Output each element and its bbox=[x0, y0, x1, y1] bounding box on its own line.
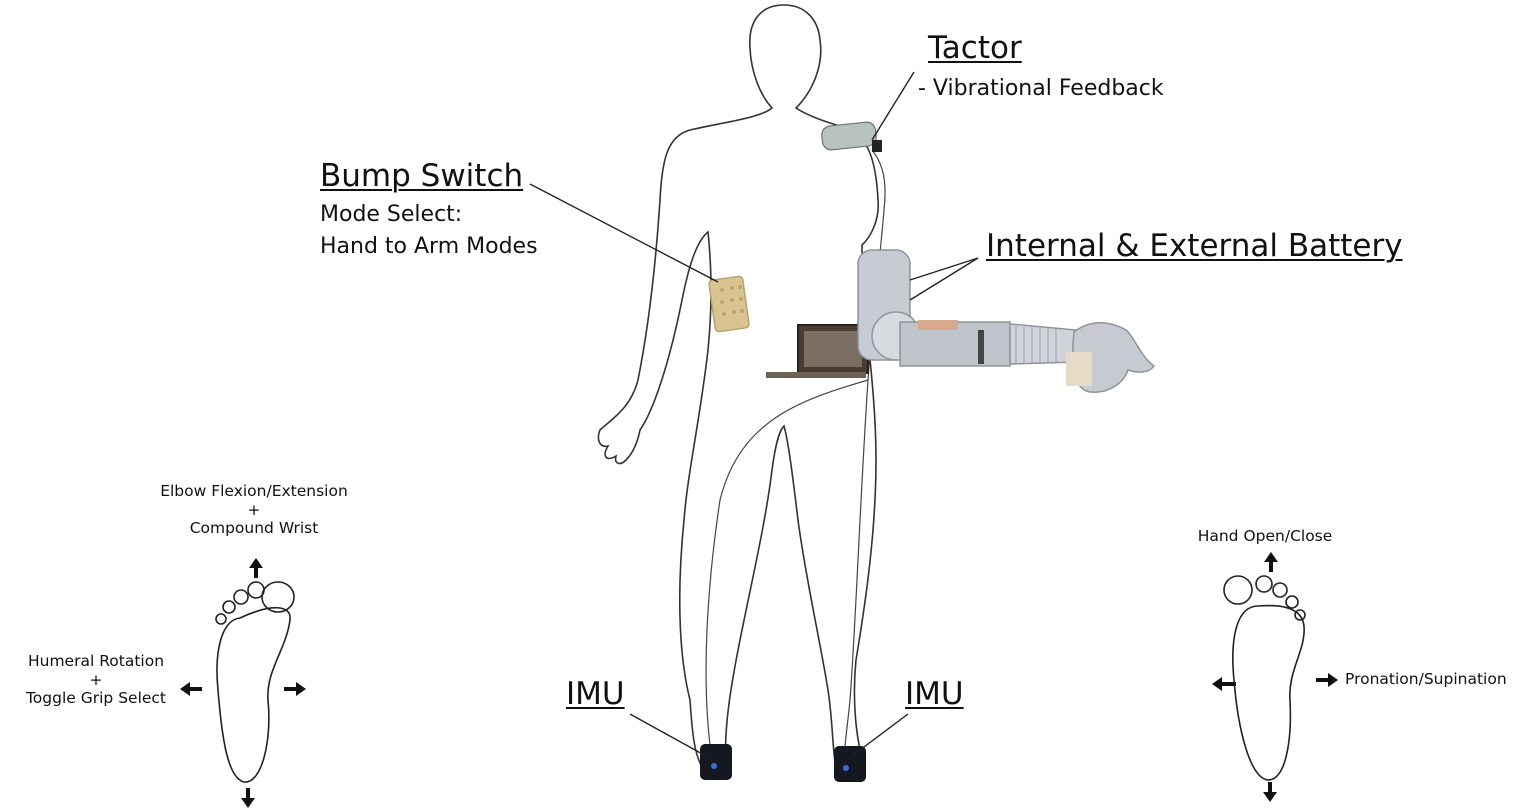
left-foot-up-plus: + bbox=[160, 501, 348, 520]
right-foot-left-arrow bbox=[1212, 677, 1236, 691]
bump-switch-line1: Mode Select: bbox=[320, 202, 462, 228]
left-foot-up-label: Elbow Flexion/Extension + Compound Wrist bbox=[160, 482, 348, 538]
body-outline bbox=[598, 5, 878, 777]
tactor-device bbox=[821, 121, 882, 152]
left-foot-side-line2: Toggle Grip Select bbox=[26, 689, 166, 708]
left-foot-up-line1: Elbow Flexion/Extension bbox=[160, 482, 348, 501]
imu-right-label: IMU bbox=[905, 676, 964, 713]
left-foot-side-plus: + bbox=[26, 671, 166, 690]
right-foot-up-arrow bbox=[1264, 552, 1278, 572]
right-foot-up-label: Hand Open/Close bbox=[1198, 527, 1333, 546]
left-foot-up-line2: Compound Wrist bbox=[160, 519, 348, 538]
left-foot-outline bbox=[216, 582, 294, 782]
battery-leader-2 bbox=[910, 258, 978, 300]
tactor-title: Tactor bbox=[928, 30, 1022, 67]
right-foot-side-label: Pronation/Supination bbox=[1345, 670, 1507, 689]
imu-device-left bbox=[700, 744, 732, 780]
battery-leader-1 bbox=[910, 258, 978, 280]
bump-switch-leader bbox=[530, 184, 718, 282]
imu-right-leader bbox=[852, 714, 908, 756]
bump-switch-title: Bump Switch bbox=[320, 158, 523, 195]
bump-switch-line2: Hand to Arm Modes bbox=[320, 234, 538, 260]
left-foot-side-label: Humeral Rotation + Toggle Grip Select bbox=[26, 652, 166, 708]
imu-left-label: IMU bbox=[566, 676, 625, 713]
prosthetic-arm bbox=[858, 250, 1154, 392]
right-foot-outline bbox=[1224, 576, 1305, 780]
left-foot-side-line1: Humeral Rotation bbox=[26, 652, 166, 671]
imu-left-leader bbox=[630, 714, 706, 756]
left-foot-up-arrow bbox=[249, 558, 263, 578]
imu-device-right bbox=[834, 746, 866, 782]
left-foot-down-arrow bbox=[241, 788, 255, 808]
bump-switch-device bbox=[709, 276, 750, 332]
right-foot-right-arrow bbox=[1316, 673, 1338, 687]
tactor-subtitle: - Vibrational Feedback bbox=[918, 76, 1164, 102]
battery-title: Internal & External Battery bbox=[986, 228, 1403, 265]
right-foot-down-arrow bbox=[1263, 782, 1277, 802]
tactor-leader bbox=[872, 72, 914, 140]
left-foot-right-arrow bbox=[284, 682, 306, 696]
controller-box bbox=[766, 325, 868, 378]
left-foot-left-arrow bbox=[180, 682, 202, 696]
